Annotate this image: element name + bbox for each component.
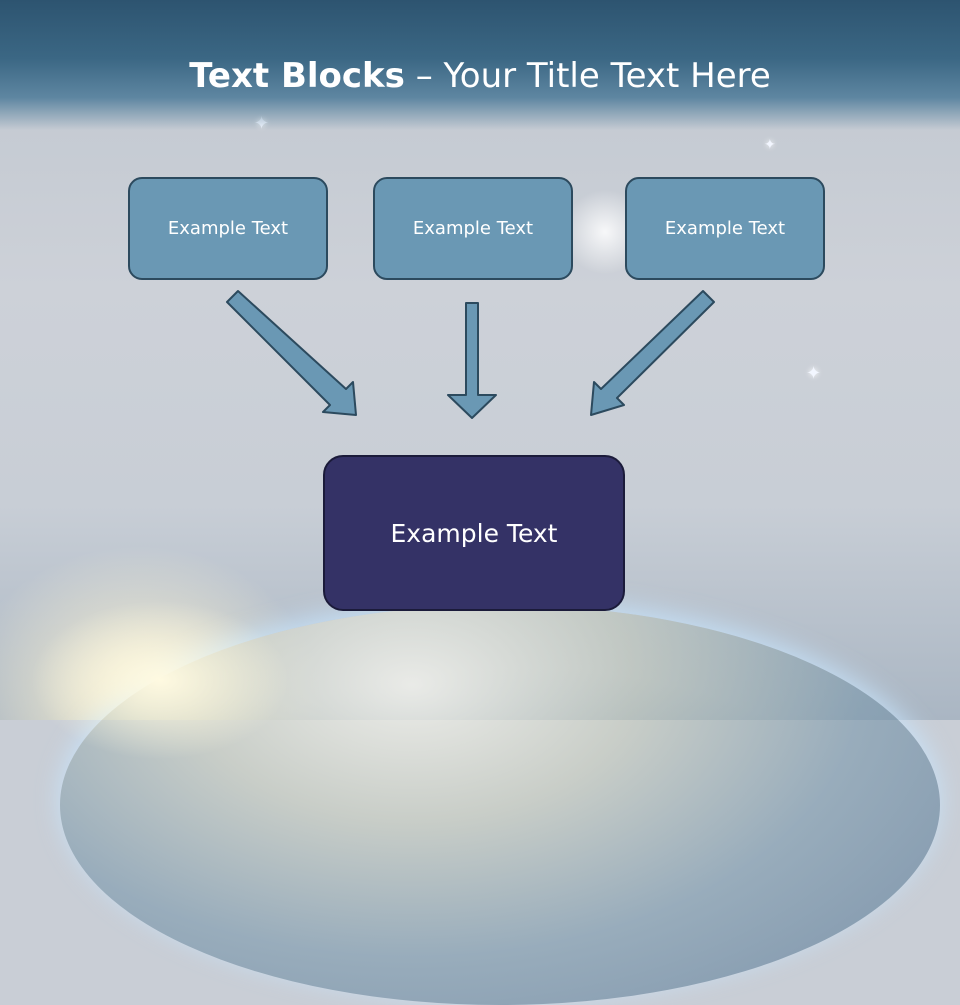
slide-title: Text Blocks – Your Title Text Here (0, 54, 960, 98)
arrow-left-diagonal (226, 290, 357, 416)
text-block-right: Example Text (625, 177, 825, 280)
title-banner (0, 0, 960, 130)
arrow-right-diagonal (590, 290, 715, 416)
star-icon: ✦ (764, 137, 776, 153)
star-icon: ✦ (806, 363, 822, 384)
title-rest: Your Title Text Here (443, 56, 771, 96)
text-block-main: Example Text (323, 455, 625, 611)
text-block-left: Example Text (128, 177, 328, 280)
arrow-center-down (447, 302, 497, 419)
arrows-layer (226, 290, 715, 419)
title-dash: – (415, 56, 433, 96)
title-bold: Text Blocks (189, 56, 405, 96)
text-block-center: Example Text (373, 177, 573, 280)
